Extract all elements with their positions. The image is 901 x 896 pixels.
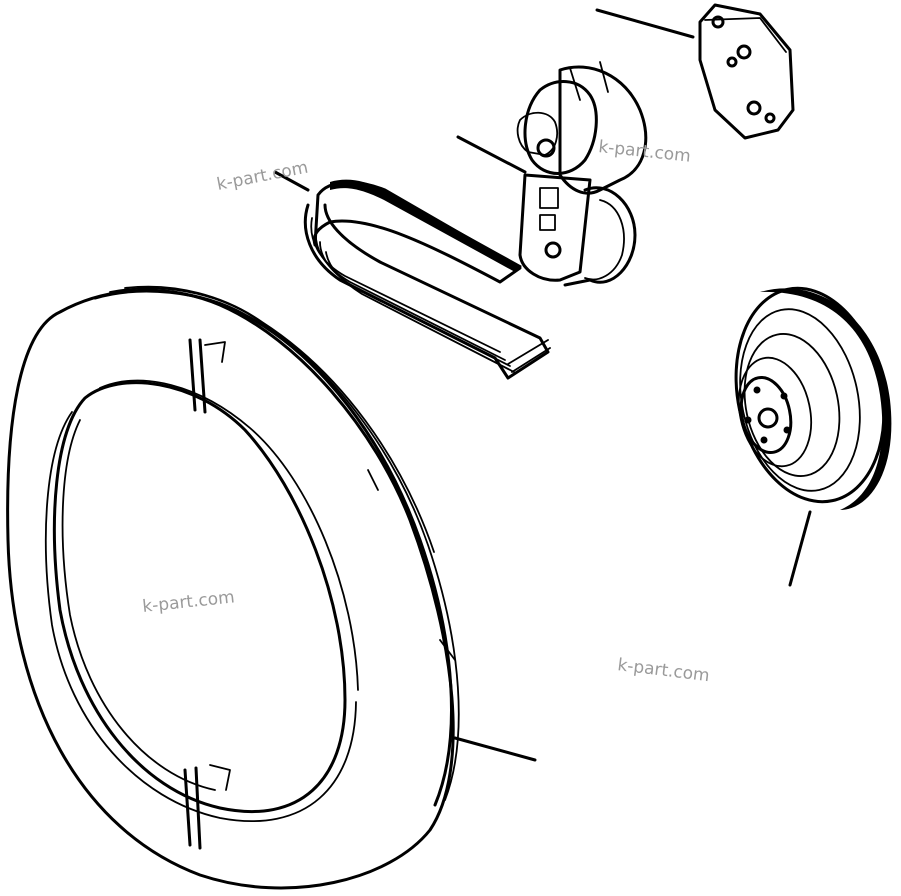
leader-line-pulley <box>788 510 812 587</box>
watermark-text: k-part.com <box>141 587 235 617</box>
flywheel-ring <box>6 285 460 890</box>
watermark-text: k-part.com <box>597 137 691 167</box>
leader-line-ring <box>453 736 537 762</box>
leader-lines <box>273 8 812 762</box>
leader-line-tensioner <box>456 135 527 174</box>
watermark-text: k-part.com <box>215 158 310 195</box>
leader-line-bracket <box>595 8 695 39</box>
belt-tensioner <box>516 61 648 287</box>
leader-line-belt <box>273 170 310 192</box>
crankshaft-pulley <box>734 286 892 510</box>
mounting-bracket <box>698 3 795 140</box>
watermark-text: k-part.com <box>616 655 710 686</box>
poly-v-belt <box>303 179 551 380</box>
